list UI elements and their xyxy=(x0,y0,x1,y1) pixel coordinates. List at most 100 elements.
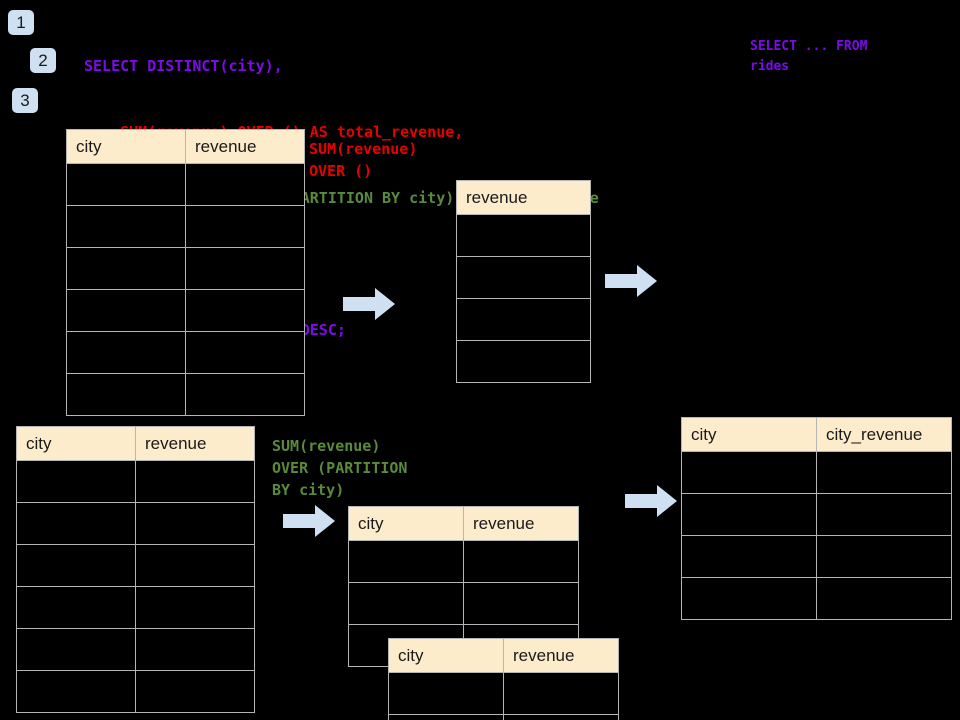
table-row xyxy=(456,340,591,383)
column-header-city-revenue: city_revenue xyxy=(816,417,952,452)
cell-city xyxy=(66,289,186,332)
column-header-city: city xyxy=(681,417,817,452)
column-header-revenue: revenue xyxy=(456,180,591,215)
cell-city xyxy=(66,163,186,206)
cell-revenue xyxy=(135,670,255,713)
table-row xyxy=(348,540,579,583)
step-badge-2: 2 xyxy=(30,48,56,73)
cell-city xyxy=(66,373,186,416)
total-revenue-table: revenue xyxy=(456,180,591,383)
column-header-revenue: revenue xyxy=(463,506,579,541)
rides-source-table: city revenue xyxy=(66,129,305,416)
column-header-revenue: revenue xyxy=(503,638,619,673)
table-row xyxy=(456,256,591,299)
table-row xyxy=(16,502,255,545)
column-header-revenue: revenue xyxy=(135,426,255,461)
cell-revenue xyxy=(463,540,579,583)
table-row xyxy=(681,535,952,578)
sql-line-select: SELECT DISTINCT(city), xyxy=(84,57,283,75)
cell-city xyxy=(348,582,464,625)
cell-city xyxy=(348,540,464,583)
column-header-city: city xyxy=(348,506,464,541)
cell-city xyxy=(681,577,817,620)
table-header-row: city revenue xyxy=(16,426,255,461)
column-header-city: city xyxy=(66,129,186,164)
cell-city-revenue xyxy=(816,535,952,578)
cell-revenue xyxy=(463,582,579,625)
table-row xyxy=(16,670,255,713)
partition-group-table-front: city revenue xyxy=(388,638,619,720)
cell-city-revenue xyxy=(816,493,952,536)
table-row xyxy=(16,586,255,629)
table-row xyxy=(388,672,619,715)
annotation-sum-over-partition: SUM(revenue) OVER (PARTITION BY city) xyxy=(272,437,408,499)
cell-revenue xyxy=(185,289,305,332)
cell-city xyxy=(16,502,136,545)
table-header-row: city revenue xyxy=(66,129,305,164)
table-header-row: revenue xyxy=(456,180,591,215)
cell-city xyxy=(16,544,136,587)
cell-revenue xyxy=(135,628,255,671)
cell-city xyxy=(66,247,186,290)
annotation-select-from: SELECT ... FROM rides xyxy=(750,39,868,74)
cell-city xyxy=(388,714,504,720)
cell-revenue xyxy=(456,298,591,341)
cell-revenue xyxy=(185,205,305,248)
table-row xyxy=(66,205,305,248)
cell-city-revenue xyxy=(816,577,952,620)
column-header-city: city xyxy=(388,638,504,673)
cell-revenue xyxy=(456,256,591,299)
table-row xyxy=(681,493,952,536)
table-header-row: city revenue xyxy=(348,506,579,541)
city-revenue-result-table: city city_revenue xyxy=(681,417,952,620)
table-row xyxy=(16,628,255,671)
table-row xyxy=(456,214,591,257)
cell-city-revenue xyxy=(816,451,952,494)
step-badge-1: 1 xyxy=(8,10,34,35)
cell-revenue xyxy=(185,163,305,206)
arrow-source-to-total xyxy=(343,288,395,320)
cell-city xyxy=(66,205,186,248)
table-row xyxy=(66,373,305,416)
table-row xyxy=(681,451,952,494)
table-row xyxy=(66,163,305,206)
cell-revenue xyxy=(185,247,305,290)
rides-source-table-partitioned: city revenue xyxy=(16,426,255,713)
cell-revenue xyxy=(503,672,619,715)
cell-city xyxy=(681,535,817,578)
annotation-sum-over-empty: SUM(revenue) OVER () xyxy=(309,140,418,180)
table-header-row: city city_revenue xyxy=(681,417,952,452)
table-header-row: city revenue xyxy=(388,638,619,673)
table-row xyxy=(66,247,305,290)
partition-group-table-back: city revenue xyxy=(348,506,579,667)
arrow-partition-to-result xyxy=(625,485,677,517)
cell-city xyxy=(16,670,136,713)
cell-city xyxy=(681,493,817,536)
cell-city xyxy=(681,451,817,494)
cell-revenue xyxy=(135,460,255,503)
cell-revenue xyxy=(135,586,255,629)
cell-city xyxy=(16,586,136,629)
table-row xyxy=(16,460,255,503)
table-row xyxy=(66,289,305,332)
cell-revenue xyxy=(185,373,305,416)
cell-revenue xyxy=(135,544,255,587)
arrow-source-to-partition xyxy=(283,505,335,537)
cell-city xyxy=(16,460,136,503)
table-row xyxy=(348,582,579,625)
step-badge-3: 3 xyxy=(12,88,38,113)
cell-city xyxy=(388,672,504,715)
cell-revenue xyxy=(456,340,591,383)
table-row xyxy=(388,714,619,720)
table-row xyxy=(66,331,305,374)
cell-city xyxy=(66,331,186,374)
column-header-city: city xyxy=(16,426,136,461)
cell-revenue xyxy=(135,502,255,545)
cell-city xyxy=(16,628,136,671)
column-header-revenue: revenue xyxy=(185,129,305,164)
arrow-total-to-result xyxy=(605,265,657,297)
table-row xyxy=(681,577,952,620)
cell-revenue xyxy=(185,331,305,374)
cell-revenue xyxy=(503,714,619,720)
